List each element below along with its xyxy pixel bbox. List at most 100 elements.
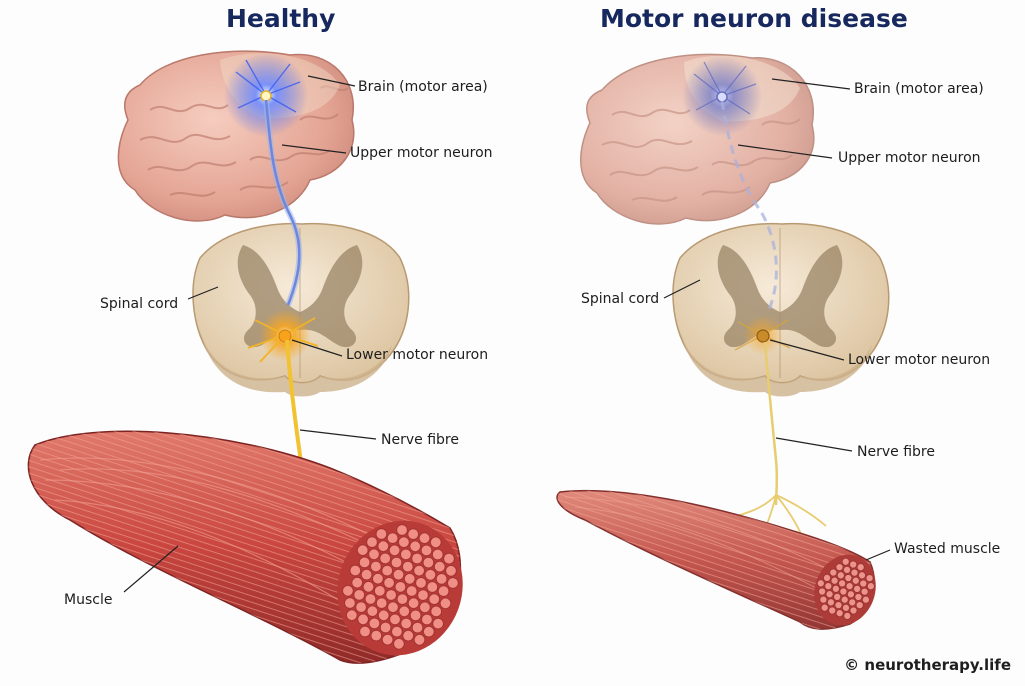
muscle-fibre-bundle [375,528,388,540]
muscle-fibre-bundle [825,590,834,599]
muscle-fibre-bundle [394,581,407,593]
muscle-fibre-bundle [396,524,408,536]
label-nerve-fibre-healthy: Nerve fibre [381,432,459,448]
muscle-fibre-bundle [833,592,842,601]
muscle-fibre-bundle [362,580,375,593]
muscle-fibre-bundle [358,556,371,569]
muscle-fibre-bundle [820,603,829,612]
title-mnd: Motor neuron disease [600,4,908,33]
muscle-mnd [556,489,876,630]
muscle-fibre-bundle [377,540,390,553]
muscle-fibre-bundle [819,595,828,604]
muscle-fibre-bundle [402,629,415,642]
muscle-fibre-bundle [853,584,862,593]
muscle-fibre-bundle [826,598,835,607]
muscle-fibre-bundle [368,617,381,630]
muscle-fibre-bundle [816,579,825,588]
upper-motor-neuron-axon-healthy [264,99,301,306]
muscle-fibre-bundle [836,571,845,580]
muscle-fibre-bundle [834,601,843,610]
title-healthy: Healthy [226,4,336,33]
muscle-fibre-bundle [830,576,839,585]
muscle-fibre-bundle [835,563,844,572]
muscle-fibre-bundle [364,593,377,605]
muscle-fibre-bundle [838,579,847,588]
muscle-fibre-bundle [866,582,875,591]
muscle-fibre-bundle [391,625,403,638]
muscle-fibre-bundle [381,564,394,577]
label-lower-motor-neuron-healthy: Lower motor neuron [346,347,489,363]
muscle-fibre-bundle [439,597,452,610]
muscle-fibre-bundle [375,597,388,609]
label-upper-motor-neuron-healthy: Upper motor neuron [350,145,493,161]
label-muscle-healthy: Muscle [64,592,113,608]
muscle-fibre-bundle [435,573,448,585]
muscle-fibre-bundle [386,532,399,544]
muscle-fibre-bundle [850,568,859,577]
muscle-fibre-bundle [421,613,433,626]
muscle-fibre-bundle [835,609,844,618]
muscle-fibre-bundle [373,585,386,597]
muscle-healthy [27,430,463,664]
muscle-fibre-bundle [370,560,382,573]
label-brain-healthy: Brain (motor area) [358,79,488,95]
muscle-fibre-bundle [422,625,435,638]
muscle-fibre-bundle [426,581,439,593]
muscle-fibre-bundle [409,540,422,553]
muscle-fibre-bundle [828,606,837,615]
muscle-fibre-bundle [370,629,383,642]
muscle-cross-section-mnd [814,554,876,626]
mnd-illustration [556,53,890,630]
muscle-fibre-bundle [405,585,418,597]
muscle-fibre-bundle [387,601,399,614]
label-spinal-cord-mnd: Spinal cord [581,291,660,307]
muscle-fibre-bundle [437,585,450,597]
muscle-fibre-bundle [419,601,431,614]
muscle-fibre-bundle [447,577,459,589]
muscle-fibre-bundle [432,617,445,630]
muscle-fibre-bundle [400,617,413,630]
muscle-fibre-bundle [841,603,851,612]
muscle-fibre-bundle [407,528,420,540]
muscle-fibre-bundle [357,613,370,626]
muscle-fibre-bundle [861,595,870,604]
muscle-fibre-bundle [854,592,863,602]
muscle-fibre-bundle [353,589,366,601]
muscle-fibre-bundle [865,574,874,583]
muscle-fibre-bundle [846,590,855,599]
muscle-fibre-bundle [344,597,356,609]
label-muscle-mnd: Wasted muscle [894,541,1001,557]
muscle-fibre-bundle [396,593,409,605]
label-upper-motor-neuron-mnd: Upper motor neuron [838,150,981,166]
muscle-fibre-bundle [430,605,443,618]
muscle-fibre-bundle [385,589,398,601]
label-lower-motor-neuron-mnd: Lower motor neuron [848,352,991,368]
label-nerve-fibre-mnd: Nerve fibre [857,444,935,460]
muscle-fibre-bundle [351,576,364,589]
muscle-fibre-bundle [433,560,446,573]
muscle-fibre-bundle [860,587,869,596]
muscle-fibre-bundle [418,532,431,545]
muscle-fibre-bundle [413,633,426,646]
muscle-fibre-bundle [431,548,444,561]
muscle-fibre-bundle [420,544,433,557]
muscle-fibre-bundle [389,613,401,626]
muscle-fibre-bundle [859,579,868,588]
muscle-fibre-bundle [372,572,384,585]
muscle-fibre-bundle [844,573,853,583]
watermark: © neurotherapy.life [844,656,1011,674]
muscle-fibre-bundle [349,564,362,577]
muscle-fibre-bundle [379,552,392,565]
brain-mnd [580,53,815,225]
muscle-fibre-bundle [822,573,832,582]
muscle-fibre-bundle [829,568,838,577]
spinal-cord-mnd [672,222,890,397]
muscle-fibre-bundle [359,625,371,638]
muscle-cross-section-healthy [337,520,463,656]
muscle-fibre-bundle [383,576,396,589]
muscle-fibre-bundle [401,560,414,573]
muscle-fibre-bundle [409,609,422,622]
muscle-fibre-bundle [851,576,860,585]
